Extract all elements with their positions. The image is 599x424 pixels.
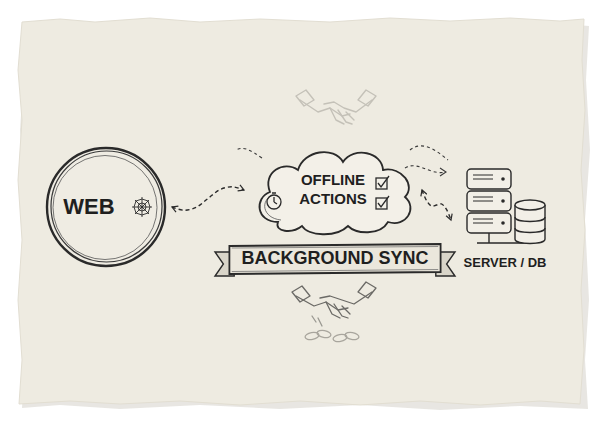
sync-connector	[422, 190, 451, 220]
text-stack: BACKGROUND SYNC	[241, 248, 428, 270]
chain-links	[304, 329, 359, 342]
node-label: BACKGROUND SYNC	[241, 248, 428, 270]
node-label: OFFLINE ACTIONS	[291, 171, 375, 209]
banner-node: BACKGROUND SYNC	[215, 243, 455, 277]
text-stack: SERVER / DB	[464, 255, 547, 271]
web-circle-node: WEB	[44, 145, 168, 269]
node-label: WEB	[63, 194, 114, 220]
paper-sheet	[18, 18, 585, 405]
text-stack: OFFLINE ACTIONS	[291, 171, 375, 209]
handshake-bottom	[292, 282, 376, 326]
sync-connector	[172, 187, 244, 210]
server-node: SERVER / DB	[455, 165, 555, 275]
cloud-node: OFFLINE ACTIONS	[248, 140, 418, 240]
text-stack: WEB	[63, 194, 114, 220]
handshake-top	[296, 90, 376, 124]
node-label: SERVER / DB	[464, 255, 547, 271]
